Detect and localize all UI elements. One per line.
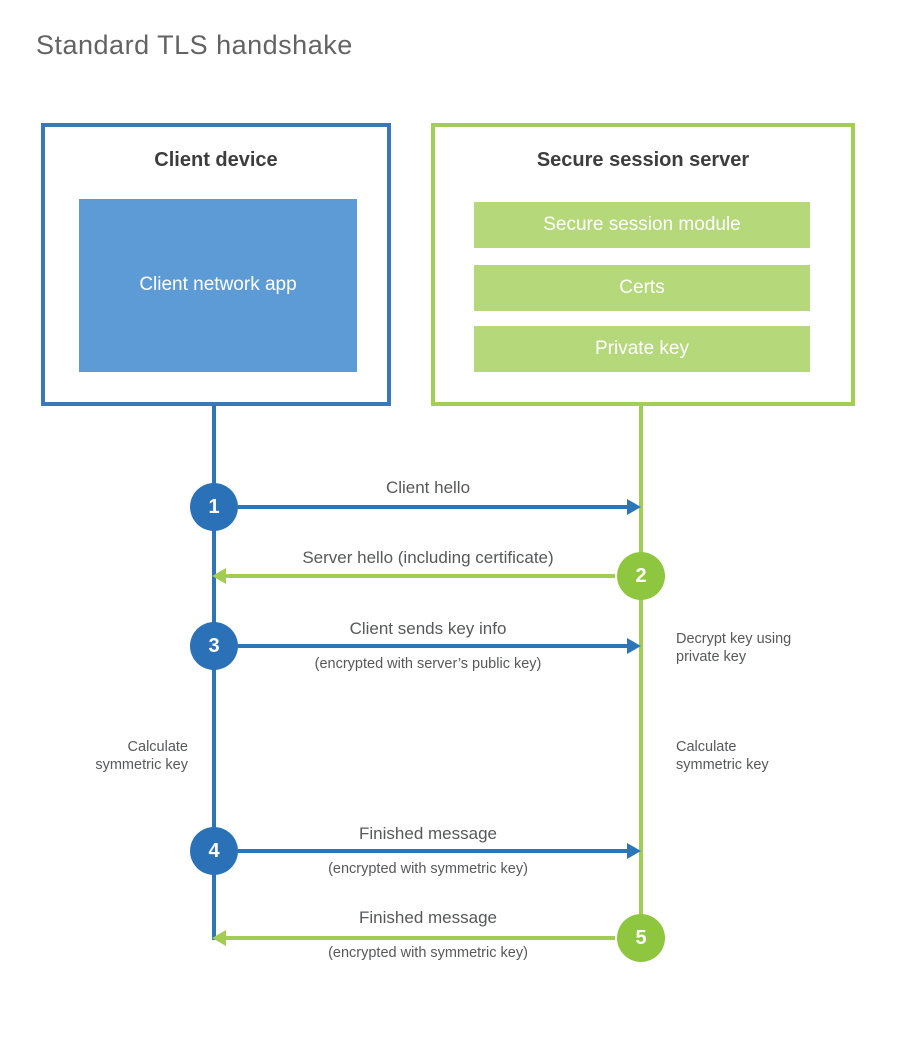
label-finished-client-sub: (encrypted with symmetric key) [328, 861, 528, 877]
server-module-secure-session: Secure session module [474, 202, 810, 248]
step-1-badge: 1 [190, 483, 238, 531]
arrow-shaft [223, 936, 615, 940]
arrow-finished-server [212, 930, 615, 946]
step-2-badge: 2 [617, 552, 665, 600]
server-box: Secure session server Secure session mod… [431, 123, 855, 406]
arrow-finished-client [238, 843, 641, 859]
step-4-badge: 4 [190, 827, 238, 875]
arrow-server-hello [212, 568, 615, 584]
arrow-shaft [223, 574, 615, 578]
note-line: private key [676, 648, 747, 665]
arrowhead-left-icon [212, 930, 226, 946]
note-calc-symmetric-left: Calculate symmetric key [60, 739, 188, 774]
label-finished-server-sub: (encrypted with symmetric key) [328, 945, 528, 961]
arrow-key-info [238, 638, 641, 654]
arrow-shaft [238, 505, 630, 509]
note-line: Calculate [127, 739, 188, 755]
label-client-hello: Client hello [385, 478, 471, 497]
label-key-info: Client sends key info [349, 619, 507, 638]
server-title: Secure session server [536, 149, 750, 171]
client-network-app-label: Client network app [139, 274, 297, 296]
note-line: symmetric key [676, 756, 769, 773]
note-line: Calculate [676, 739, 737, 755]
client-network-app-box: Client network app [79, 199, 357, 372]
arrowhead-right-icon [627, 638, 641, 654]
label-finished-client: Finished message [359, 824, 497, 843]
client-lifeline [212, 405, 216, 940]
arrow-client-hello [238, 499, 641, 515]
arrowhead-right-icon [627, 843, 641, 859]
arrow-shaft [238, 849, 630, 853]
client-device-box: Client device Client network app [41, 123, 391, 406]
arrowhead-left-icon [212, 568, 226, 584]
page-title: Standard TLS handshake [36, 30, 353, 60]
note-line: symmetric key [95, 756, 188, 773]
arrow-shaft [238, 644, 630, 648]
label-server-hello: Server hello (including certificate) [302, 548, 554, 567]
server-lifeline [639, 405, 643, 938]
client-device-title: Client device [154, 149, 278, 171]
server-module-certs: Certs [474, 265, 810, 311]
label-finished-server: Finished message [359, 908, 497, 927]
label-key-info-sub: (encrypted with server’s public key) [314, 656, 542, 672]
arrowhead-right-icon [627, 499, 641, 515]
step-3-badge: 3 [190, 622, 238, 670]
server-module-private-key: Private key [474, 326, 810, 372]
step-5-badge: 5 [617, 914, 665, 962]
note-line: Decrypt key using [676, 631, 792, 647]
note-calc-symmetric-right: Calculate symmetric key [676, 739, 769, 774]
note-decrypt-key: Decrypt key using private key [676, 631, 791, 666]
